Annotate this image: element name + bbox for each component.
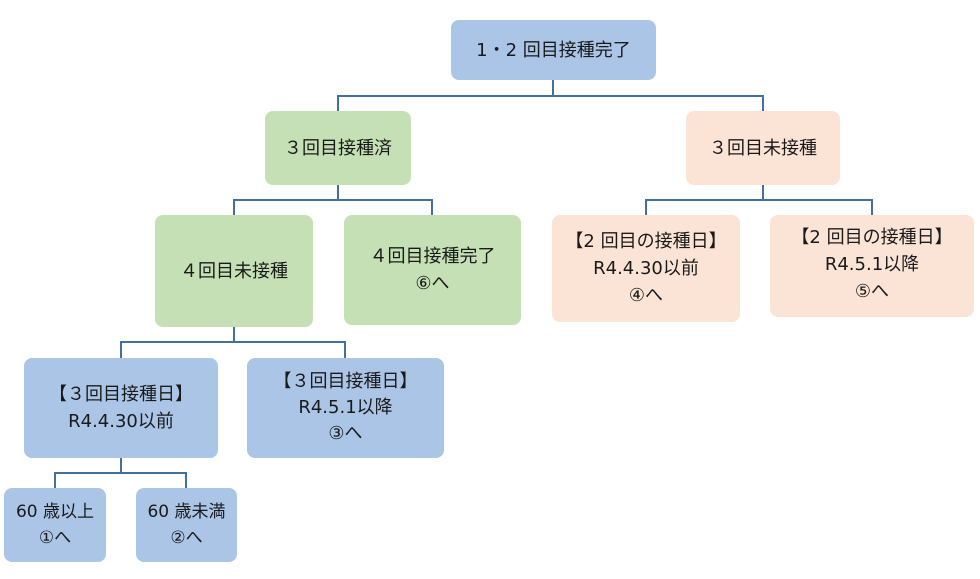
- node-dose4-complete: ４回目接種完了 ⑥へ: [344, 215, 521, 325]
- connector-dose3-not-to-dose2-date: [645, 185, 873, 215]
- node-label: ３回目接種済: [284, 137, 392, 159]
- node-dose3-done: ３回目接種済: [265, 111, 411, 185]
- node-label: ４回目未接種: [180, 260, 288, 282]
- node-destination: ①へ: [38, 528, 72, 548]
- node-dose3-not-received: ３回目未接種: [686, 111, 840, 185]
- node-destination: ③へ: [328, 423, 363, 444]
- node-age-60-under: 60 歳未満 ②へ: [136, 488, 237, 562]
- node-heading: 【３回目接種日】: [273, 371, 418, 392]
- node-heading: 【３回目接種日】: [49, 384, 193, 405]
- connector-root-to-dose3: [337, 80, 764, 111]
- node-heading: 【2 回目の接種日】: [565, 231, 727, 252]
- node-label: 60 歳未満: [147, 502, 226, 522]
- node-destination: ②へ: [170, 528, 203, 548]
- node-dose2-date-before: 【2 回目の接種日】 R4.4.30以前 ④へ: [552, 215, 740, 322]
- node-label: 60 歳以上: [15, 502, 95, 522]
- node-destination: ⑥へ: [415, 273, 450, 294]
- node-age-60-over: 60 歳以上 ①へ: [4, 488, 106, 562]
- node-dose2-date-after: 【2 回目の接種日】 R4.5.1以降 ⑤へ: [770, 215, 974, 317]
- connector-dose4-not-to-dose3-date: [120, 327, 346, 358]
- node-destination: ④へ: [628, 285, 664, 306]
- node-heading: 【2 回目の接種日】: [791, 226, 953, 248]
- node-label: ４回目接種完了: [369, 246, 496, 267]
- node-date: R4.4.30以前: [593, 258, 699, 279]
- node-destination: ⑤へ: [854, 280, 890, 302]
- connector-dose3-before-to-age: [54, 458, 187, 488]
- connector-dose3-done-to-dose4: [233, 185, 433, 215]
- node-label: 1・2 回目接種完了: [476, 39, 631, 61]
- node-label: ３回目未接種: [709, 137, 817, 159]
- node-date: R4.4.30以前: [68, 411, 174, 432]
- node-dose12-complete: 1・2 回目接種完了: [451, 20, 656, 80]
- node-dose4-not-received: ４回目未接種: [155, 215, 313, 327]
- node-date: R4.5.1以降: [824, 253, 920, 275]
- node-dose3-date-before: 【３回目接種日】 R4.4.30以前: [24, 358, 218, 458]
- node-dose3-date-after: 【３回目接種日】 R4.5.1以降 ③へ: [247, 358, 444, 458]
- node-date: R4.5.1以降: [298, 397, 393, 418]
